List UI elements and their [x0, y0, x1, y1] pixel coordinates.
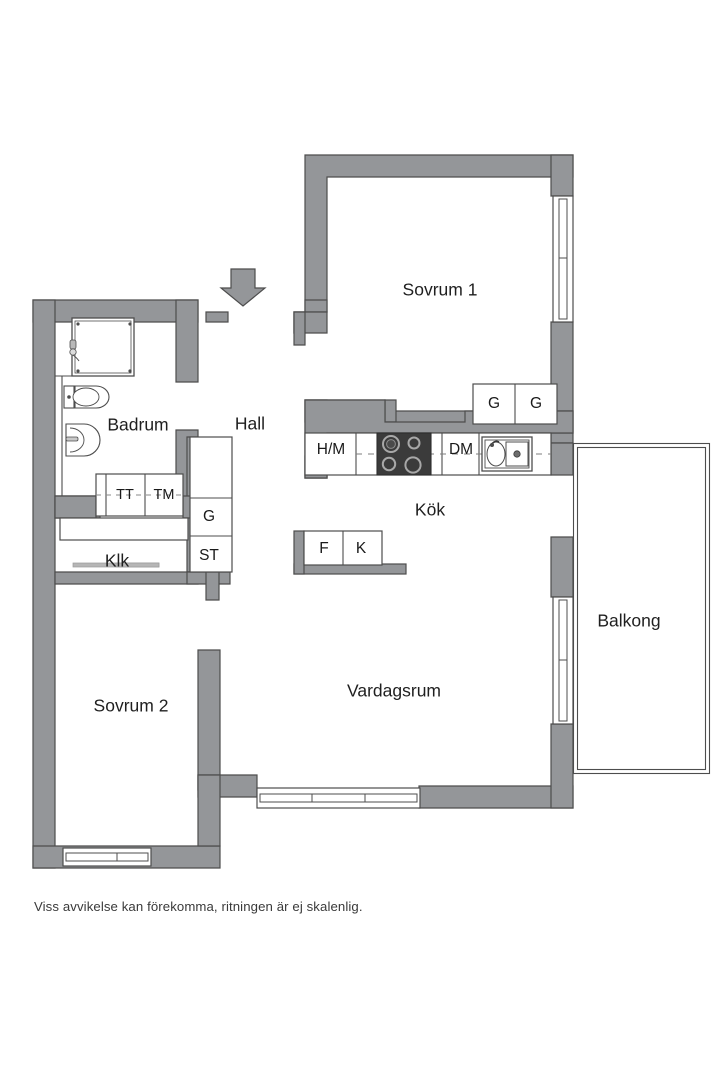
balcony-outline	[572, 442, 711, 775]
room-label-kok: Kök	[414, 499, 446, 520]
disclaimer-text: Viss avvikelse kan förekomma, ritningen …	[34, 899, 363, 914]
hall-closets	[189, 436, 233, 573]
window-sovrum-1	[552, 195, 574, 323]
room-label-hall: Hall	[234, 413, 266, 434]
kitchen-upper-cabinets	[472, 383, 558, 425]
room-label-balkong: Balkong	[597, 610, 661, 631]
appliance-label-k: K	[355, 540, 367, 557]
shower-icon	[69, 317, 135, 377]
room-label-sovrum-2: Sovrum 2	[93, 695, 169, 716]
appliance-label-g-hall: G	[202, 508, 216, 525]
klk-wardrobe	[59, 517, 189, 568]
room-label-klk: Klk	[104, 550, 130, 571]
appliance-label-dm: DM	[448, 441, 474, 458]
appliance-label-tm: TM	[153, 487, 175, 503]
kitchen-sink-icon	[481, 436, 533, 472]
toilet-icon	[63, 385, 110, 409]
fridge-freezer-unit	[293, 530, 407, 575]
cooktop-icon	[376, 432, 432, 476]
window-sovrum-2	[62, 847, 152, 867]
appliance-label-g-upper-2: G	[529, 395, 543, 412]
room-label-badrum: Badrum	[107, 414, 169, 435]
balcony-door[interactable]	[552, 596, 574, 725]
appliance-label-f: F	[319, 540, 329, 557]
appliance-label-g-upper-1: G	[487, 395, 501, 412]
laundry-units	[95, 473, 184, 517]
entrance-arrow-icon	[219, 268, 267, 307]
appliance-label-st: ST	[199, 547, 219, 564]
room-label-vardagsrum: Vardagsrum	[346, 680, 442, 701]
appliance-label-tt: TT	[116, 487, 134, 503]
room-label-sovrum-1: Sovrum 1	[402, 279, 478, 300]
washbasin-icon	[65, 423, 101, 457]
window-vardagsrum	[256, 787, 421, 809]
appliance-label-hm: H/M	[316, 441, 346, 458]
